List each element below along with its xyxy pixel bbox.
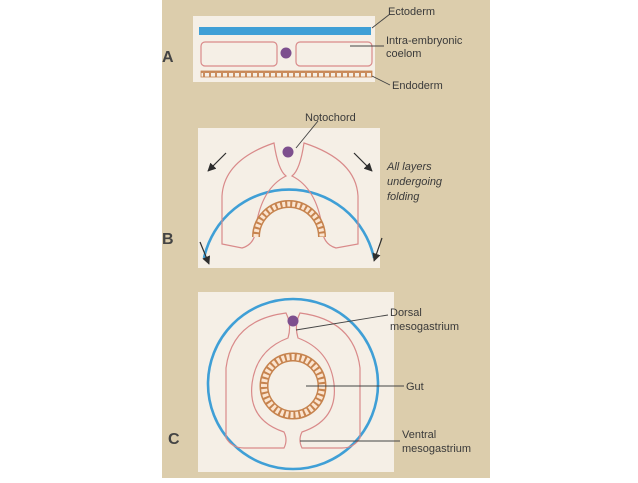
folding-label-line2: undergoing (387, 176, 443, 188)
arrow-down-left-icon (207, 152, 227, 172)
mesoderm-right-c (295, 312, 361, 449)
mesoderm-block-right (295, 41, 373, 67)
ectoderm-leader (371, 13, 391, 29)
panel-c: C Dorsal mesogastrium Gut Ventral mesoga… (168, 292, 471, 472)
folding-label-line1: All layers (386, 161, 432, 173)
endoderm-layer (200, 70, 373, 78)
panel-b-letter: B (162, 231, 174, 248)
endoderm-arc-cells (253, 201, 325, 238)
folding-label-line3: folding (387, 191, 420, 203)
panel-a: A Ectoderm Intra-embryonic coelom Endode… (162, 6, 463, 92)
ectoderm-layer (199, 27, 371, 35)
endoderm-label: Endoderm (392, 80, 443, 92)
arrow-down-right-icon-lower (372, 237, 383, 262)
mesoderm-block-left (200, 41, 278, 67)
dorsal-label-line2: mesogastrium (390, 321, 459, 333)
ectoderm-circle (206, 297, 380, 471)
coelom-label-line2: coelom (386, 48, 421, 60)
gut-label: Gut (406, 381, 424, 393)
endoderm-leader (371, 75, 391, 86)
ectoderm-label: Ectoderm (388, 6, 435, 18)
ventral-label-line2: mesogastrium (402, 443, 471, 455)
panel-b: B Notochord All layers undergoing foldin… (162, 112, 443, 268)
notochord-dot (280, 47, 292, 59)
coelom-label-line1: Intra-embryonic (386, 35, 463, 47)
arrow-down-left-icon-lower (199, 241, 211, 265)
ectoderm-arc (202, 188, 376, 259)
notochord-dot-c (287, 315, 299, 327)
notochord-dot-b (282, 146, 294, 158)
notochord-leader (295, 120, 319, 149)
panel-c-letter: C (168, 431, 180, 448)
dorsal-label-line1: Dorsal (390, 307, 422, 319)
arrow-down-right-icon (353, 152, 373, 172)
ventral-label-line1: Ventral (402, 429, 436, 441)
mesoderm-left-c (225, 312, 291, 449)
notochord-label: Notochord (305, 112, 356, 124)
dorsal-mesogastrium-leader (295, 314, 389, 331)
panel-a-letter: A (162, 49, 174, 66)
